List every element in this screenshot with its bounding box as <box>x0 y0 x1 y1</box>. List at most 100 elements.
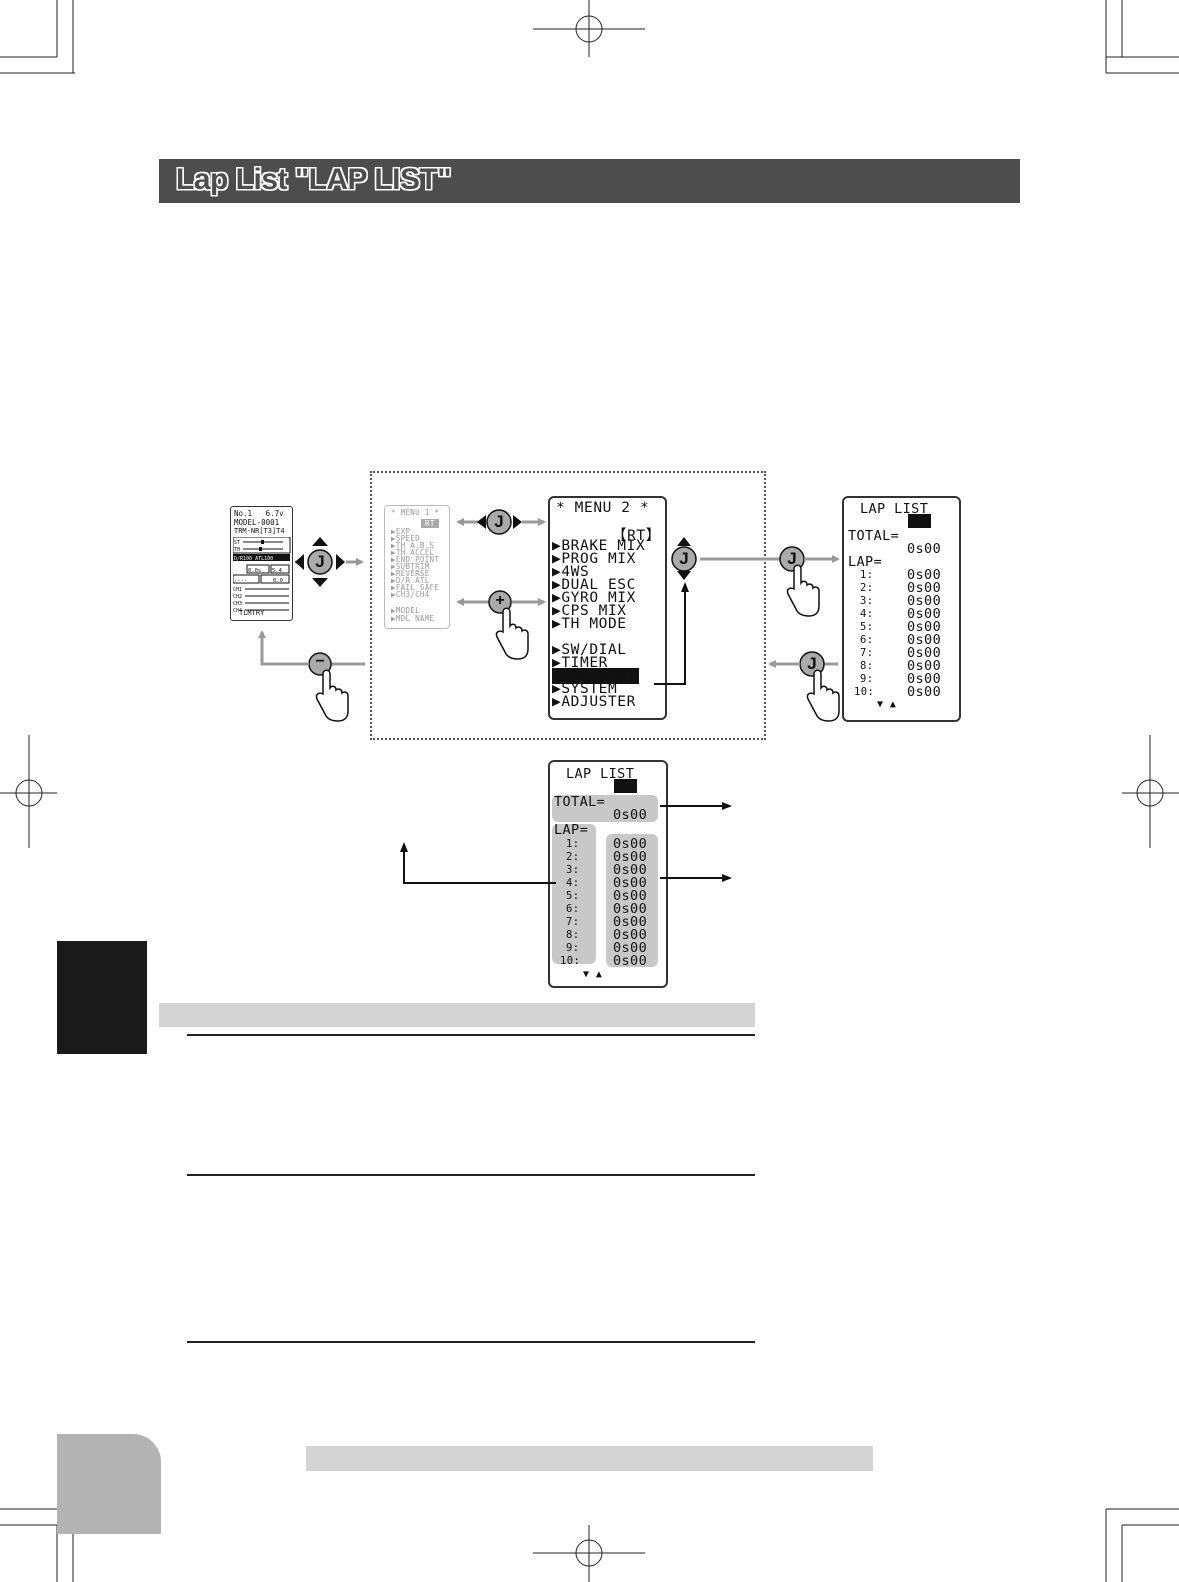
lap-list-badge: RT <box>614 779 638 793</box>
lap-number: 9: <box>566 942 580 954</box>
j-label: J <box>787 549 797 568</box>
menu2-item[interactable]: ▶BRAKE MIX <box>552 538 646 554</box>
lap-number: 3: <box>566 864 580 876</box>
scroll-indicator: ▼ ▲ <box>877 699 897 710</box>
menu1-badge: RT <box>421 519 439 528</box>
svg-text:0.0: 0.0 <box>273 578 283 584</box>
j-label: J <box>494 512 504 531</box>
home-screen: No.1 6.7v MODEL-0001 TRM-NR[T3]T4 ST TH … <box>230 506 293 621</box>
lap-number: 4: <box>566 877 580 889</box>
total-label: TOTAL= <box>848 528 900 544</box>
svg-text:ST: ST <box>234 540 240 546</box>
menu2-title: * MENU 2 * <box>556 500 650 516</box>
menu1-item: ▶EXP <box>391 527 411 536</box>
menu1-item: ▶CH3/CH4 <box>391 590 430 599</box>
lap-time: 0s00 <box>907 593 942 609</box>
menu2-item[interactable]: ▶GYRO MIX <box>552 590 636 606</box>
lap-number: 2: <box>566 851 580 863</box>
svg-text:D/R100 ATL100: D/R100 ATL100 <box>234 556 273 562</box>
lap-number: 1: <box>566 838 580 850</box>
menu2-item[interactable]: ▶SYSTEM <box>552 681 618 697</box>
lap-time: 0s00 <box>907 580 942 596</box>
divider-rule <box>187 1341 755 1343</box>
j-label: J <box>315 552 325 571</box>
menu1-item: ▶END POINT <box>391 555 440 564</box>
lap-time: 0s00 <box>907 658 942 674</box>
joystick-left-right-icon[interactable] <box>477 509 522 535</box>
section-title-bar <box>159 159 1020 203</box>
lap-time: 0s00 <box>613 862 648 878</box>
lap-list-annotated-screen: LAP LIST RT TOTAL= 0s00 LAP= 1: 0s00 2: 0s… <box>548 760 668 988</box>
menu2-item[interactable]: ▶DUAL ESC <box>552 577 636 593</box>
total-value: 0s00 <box>907 541 942 557</box>
lap-number: 10: <box>854 686 875 698</box>
divider-rule <box>187 1174 755 1176</box>
page-title: Lap List "LAP LIST" <box>176 163 452 196</box>
lap-number: 6: <box>566 903 580 915</box>
lap-time: 0s00 <box>907 567 942 583</box>
battery-line: No.1 6.7v <box>234 509 284 518</box>
lap-number: 7: <box>860 647 874 659</box>
lap-number: 2: <box>860 582 874 594</box>
lap-time: 0s00 <box>907 619 942 635</box>
lap-time: 0s00 <box>613 836 648 852</box>
lap-number: 10: <box>560 955 581 967</box>
total-label: TOTAL= <box>554 794 606 810</box>
menu2-item[interactable]: ▶PROG MIX <box>552 551 636 567</box>
lap-time: 0s00 <box>613 888 648 904</box>
svg-text:----: ---- <box>234 578 247 584</box>
menu-group-frame <box>370 471 766 740</box>
menu2-item[interactable]: ▶TIMER <box>552 655 608 671</box>
lap-number: 8: <box>860 660 874 672</box>
lap-number: 6: <box>860 634 874 646</box>
svg-text:CH2: CH2 <box>233 594 242 600</box>
menu2-item-selected[interactable]: ▶LAP LIST <box>552 668 639 684</box>
plus-button-icon[interactable] <box>488 590 512 614</box>
menu2-item[interactable]: ▶4WS <box>552 564 590 580</box>
footer-bar <box>306 1446 873 1471</box>
lap-number: 8: <box>566 929 580 941</box>
lap-list-badge: RT <box>908 514 932 528</box>
svg-text:TH: TH <box>234 547 240 553</box>
svg-text:5.4: 5.4 <box>272 568 283 574</box>
menu1-item: ▶D/R ATL <box>391 576 430 585</box>
lap-time: 0s00 <box>613 940 648 956</box>
menu2-item[interactable]: ▶ADJUSTER <box>552 694 636 710</box>
menu1-item: ▶TH ACCEL <box>391 548 435 557</box>
menu2-item[interactable]: ▶TH MODE <box>552 616 627 632</box>
telemetry-label: TLMTRY <box>239 609 265 617</box>
lap-list-title: LAP LIST <box>566 766 635 782</box>
menu1-item: ▶MODEL <box>391 606 420 615</box>
menu1-item: ▶REVERSE <box>391 569 430 578</box>
lap-time: 0s00 <box>907 671 942 687</box>
lap-time: 0s00 <box>613 875 648 891</box>
lap-number: 5: <box>860 621 874 633</box>
svg-text:0.0s: 0.0s <box>248 568 261 574</box>
menu2-item[interactable]: ▶CPS MIX <box>552 603 627 619</box>
scroll-indicator: ▼ ▲ <box>583 969 603 980</box>
minus-label: − <box>315 653 325 670</box>
menu1-item: ▶SPEED <box>391 534 420 543</box>
menu1-item: ▶MDL NAME <box>391 614 435 623</box>
joystick-up-down-icon[interactable] <box>671 537 697 580</box>
lap-time: 0s00 <box>613 914 648 930</box>
menu2-item[interactable]: ▶SW/DIAL <box>552 642 627 658</box>
total-value: 0s00 <box>613 807 648 823</box>
menu1-item: ▶SUBTRIM <box>391 562 430 571</box>
j-label: J <box>807 654 817 673</box>
lap-number: 5: <box>566 890 580 902</box>
lap-time: 0s00 <box>613 927 648 943</box>
lap-number: 1: <box>860 569 874 581</box>
lap-label: LAP= <box>848 554 883 570</box>
lap-list-screen: LAP LIST RT TOTAL= 0s00 LAP= 1: 0s00 2: 0s… <box>842 496 961 722</box>
lap-time: 0s00 <box>907 684 942 700</box>
lap-list-title: LAP LIST <box>860 501 929 517</box>
svg-text:CH1: CH1 <box>233 587 242 593</box>
lap-time: 0s00 <box>613 901 648 917</box>
joystick-four-way-icon[interactable] <box>295 537 345 587</box>
lap-label: LAP= <box>554 822 589 838</box>
menu1-title: * MENU 1 * <box>391 508 440 517</box>
